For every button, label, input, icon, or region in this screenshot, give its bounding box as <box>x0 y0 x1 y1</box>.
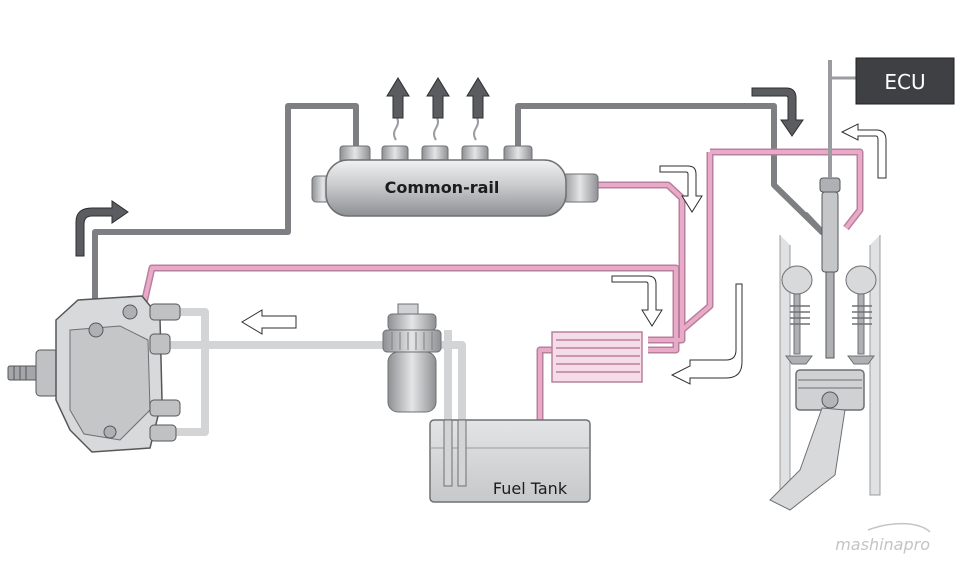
rail-to-injector-line <box>515 103 825 235</box>
cooler-to-tank-line <box>538 348 552 440</box>
up-arrow-icon <box>466 77 490 119</box>
fuel-tank-label: Fuel Tank <box>493 479 568 498</box>
rail-return-line <box>596 183 684 342</box>
up-arrow-icon <box>426 77 450 119</box>
high-pressure-pump <box>7 295 181 453</box>
fuel-tank: Fuel Tank <box>429 419 591 503</box>
ecu-label: ECU <box>884 70 925 94</box>
ecu-signal-arrow-icon <box>751 87 804 137</box>
watermark-logo: mashinapro <box>835 535 930 554</box>
injector-branch-line <box>803 212 825 235</box>
injector-down-arrow-icon <box>670 283 743 385</box>
rail-outflow-marks <box>393 115 479 141</box>
feed-direction-arrow-icon <box>241 309 297 335</box>
rail-return-arrow-icon <box>659 165 703 213</box>
rail-up-arrows <box>386 77 490 119</box>
high-pressure-lines <box>92 103 825 328</box>
return-lines <box>138 148 864 452</box>
injector-return-line <box>710 150 862 230</box>
fuel-cooler <box>551 331 643 383</box>
pump-return-line <box>140 266 678 352</box>
common-rail: Common-rail <box>311 145 599 217</box>
watermark-car-icon <box>867 522 931 533</box>
common-rail-label: Common-rail <box>385 178 500 197</box>
pump-to-rail-line <box>92 103 359 328</box>
up-arrow-icon <box>386 77 410 119</box>
injector-return-down-line <box>680 152 712 332</box>
injector-return-arrow-icon <box>840 123 887 179</box>
ecu-box: ECU <box>855 57 955 105</box>
pump-bypass-line <box>160 308 209 436</box>
flow-arrows <box>75 87 887 385</box>
fuel-filter <box>382 303 442 413</box>
cooler-feed-arrow-icon <box>611 275 663 327</box>
pump-outflow-arrow-icon <box>75 200 129 257</box>
engine-cylinder <box>769 60 881 511</box>
